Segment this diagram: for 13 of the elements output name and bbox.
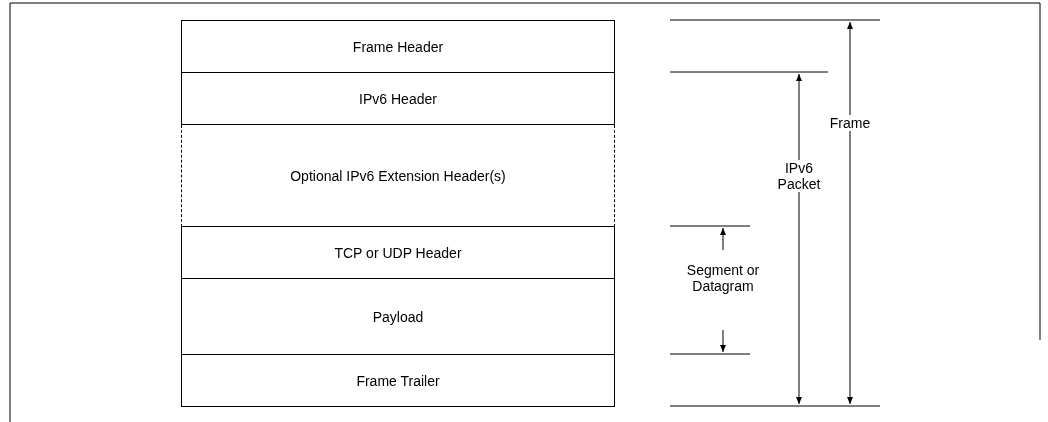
layer-label: TCP or UDP Header xyxy=(334,244,462,261)
layer-label: Frame Trailer xyxy=(356,372,440,389)
trailer-layer xyxy=(181,355,615,407)
layer-label: Frame Header xyxy=(352,38,444,55)
payload-layer xyxy=(181,279,615,355)
layer-label: Payload xyxy=(372,308,424,325)
optional-header-layer xyxy=(181,125,615,227)
layer-label: Optional IPv6 Extension Header(s) xyxy=(290,167,506,184)
header-layer xyxy=(181,73,615,125)
header-layer xyxy=(181,20,615,73)
layer-label: IPv6 Header xyxy=(359,90,437,107)
header-layer xyxy=(181,227,615,279)
dimension-label: Segment or Datagram xyxy=(685,262,761,294)
